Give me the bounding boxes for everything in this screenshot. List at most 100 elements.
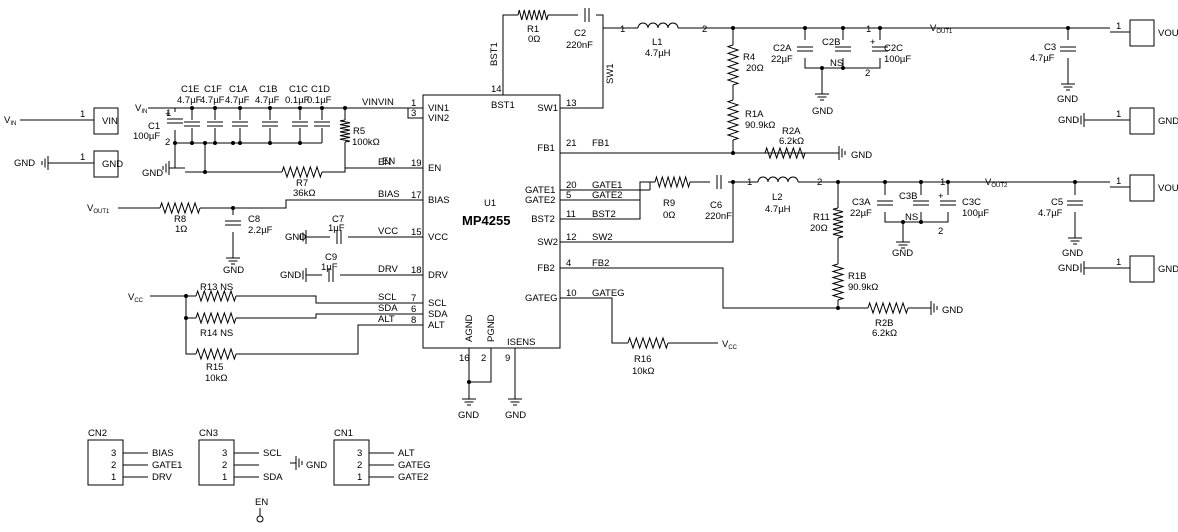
pin-net: GATEG <box>592 288 625 299</box>
pin-number: 12 <box>566 232 577 243</box>
pin-net: FB1 <box>592 138 609 149</box>
capacitor-ref: C5 <box>1051 197 1063 208</box>
c2c-pin-2: 2 <box>865 68 870 79</box>
gnd-label: GND <box>458 410 479 421</box>
junction-dot <box>238 106 242 110</box>
capacitor-c1d <box>314 121 330 127</box>
pin-number: 2 <box>481 353 486 364</box>
capacitor-ref: C3 <box>1044 42 1056 53</box>
header-pin-number: 2 <box>111 460 116 471</box>
capacitor-ref: C2 <box>574 28 586 39</box>
gnd-label: GND <box>505 410 526 421</box>
junction-dot <box>946 180 950 184</box>
pin-net: ALT <box>378 314 395 325</box>
u1-ref: U1 <box>484 198 496 209</box>
connector-body <box>93 107 119 135</box>
pin-number: 1 <box>411 98 416 109</box>
connector-body <box>1129 255 1155 283</box>
header-ref: CN1 <box>334 428 353 439</box>
header-body <box>333 439 370 486</box>
junction-dot <box>298 141 302 145</box>
junction-dot <box>238 141 242 145</box>
pin-name: BIAS <box>428 195 450 206</box>
pin-net: DRV <box>378 264 399 275</box>
capacitor-value: 220nF <box>705 211 732 222</box>
pin-name: EN <box>428 163 441 174</box>
junction-dot <box>820 66 824 70</box>
resistor-ref: R13 NS <box>200 282 233 293</box>
pin-number: 17 <box>411 190 422 201</box>
capacitor-ref: C1D <box>311 84 330 95</box>
capacitor-value: 22µF <box>771 54 793 65</box>
header-pin-net: GATEG <box>398 460 431 471</box>
header-pin-number: 3 <box>222 448 227 459</box>
resistor-value: 90.9kΩ <box>848 282 878 293</box>
gnd-label: GND <box>851 150 872 161</box>
capacitor-c1a <box>232 121 248 127</box>
resistor-r13 <box>195 289 237 303</box>
resistor-value: 0Ω <box>528 34 540 45</box>
capacitor-ref: C2A <box>773 43 792 54</box>
capacitor-c2a <box>797 46 813 52</box>
capacitor-ref: C1B <box>259 84 277 95</box>
header-pin-net: GATE2 <box>398 472 428 483</box>
u1-body <box>422 94 561 349</box>
connector-label: GND <box>1158 116 1178 127</box>
resistor-r5 <box>339 119 351 143</box>
header-pin-number: 2 <box>357 460 362 471</box>
capacitor-c5 <box>1067 200 1083 206</box>
junction-dot <box>731 151 735 155</box>
resistor-value: 6.2kΩ <box>779 136 804 147</box>
gnd-label: GND <box>812 106 833 117</box>
gnd-icon <box>299 267 313 283</box>
pin-net: SDA <box>378 303 398 314</box>
vout1-net-label: VOUT1 <box>87 203 110 215</box>
pin-number: 21 <box>566 138 577 149</box>
junction-dot <box>841 26 845 30</box>
resistor-ref: R5 <box>353 126 365 137</box>
resistor-ref: R11 <box>813 212 830 223</box>
gnd-icon <box>832 145 846 161</box>
pin-name: FB2 <box>537 263 554 274</box>
pin-net: VIN <box>378 97 394 108</box>
resistor-value: 20Ω <box>746 63 764 74</box>
resistor-ref: R7 <box>296 178 308 189</box>
pin-name: DRV <box>428 270 449 281</box>
header-pin-net: ALT <box>398 448 415 459</box>
gnd-label: GND <box>1057 94 1078 105</box>
capacitor-ref: C1A <box>229 84 248 95</box>
capacitor-c2c: + <box>870 37 888 52</box>
capacitor-ref: C8 <box>248 214 260 225</box>
gnd-label: GND <box>942 305 963 316</box>
capacitor-value: 4.7µF <box>200 95 225 106</box>
resistor-value: 100kΩ <box>352 137 380 148</box>
gnd-icon <box>1060 77 1076 91</box>
pin-number: 11 <box>566 209 576 220</box>
resistor-ref: R15 <box>206 362 223 373</box>
pin-number: 7 <box>411 293 416 304</box>
junction-dot <box>268 141 272 145</box>
capacitor-value: 0.1µF <box>307 95 332 106</box>
pin-number: 4 <box>566 258 571 269</box>
connector-label: VIN <box>102 116 118 127</box>
resistor-ref: R1 <box>527 24 539 35</box>
capacitor-c1f <box>207 121 223 127</box>
pin-name: SDA <box>428 309 448 320</box>
pin-net: FB2 <box>592 258 609 269</box>
pin-name: GATE2 <box>525 195 555 206</box>
header-pin-net: BIAS <box>152 448 174 459</box>
c1-pin-1: 1 <box>166 108 171 119</box>
connector-body <box>93 150 119 178</box>
pin-number: 20 <box>566 180 577 191</box>
c3c-pin-2: 2 <box>938 226 943 237</box>
